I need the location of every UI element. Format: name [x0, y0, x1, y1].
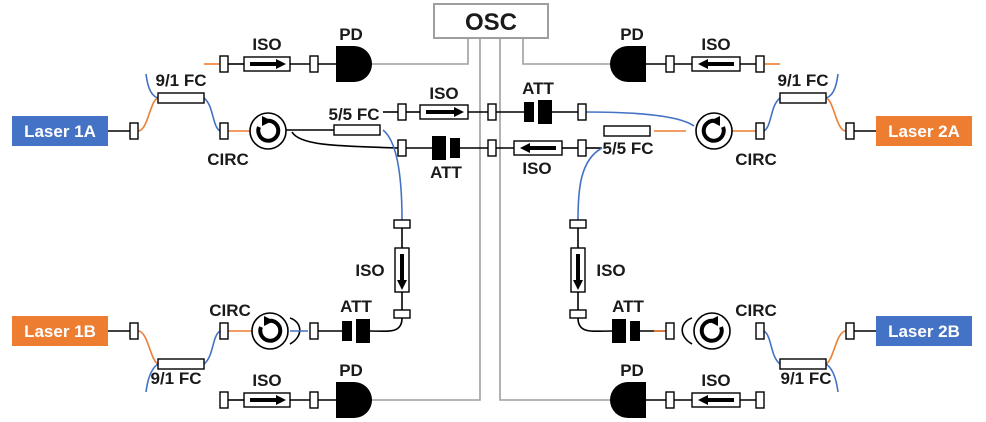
coupler-91-1b-label: 9/1 FC: [150, 369, 201, 388]
coupler-91-2b: 9/1 FC: [779, 358, 832, 388]
black-fibers: [108, 63, 876, 401]
circ-2b: CIRC: [693, 301, 777, 350]
att-mid-lower: ATT: [430, 136, 463, 182]
orange-fibers: [137, 63, 847, 365]
pd-br-label: PD: [620, 361, 644, 380]
laser-1a-box: [12, 116, 108, 146]
laser-1b: Laser 1B: [12, 316, 108, 346]
connectors: [129, 55, 855, 409]
iso-vert-right: ISO: [570, 247, 626, 293]
iso-tl: ISO: [243, 35, 291, 72]
osc-box: [433, 3, 549, 39]
iso-br: ISO: [691, 371, 741, 408]
osc-label: OSC: [465, 9, 517, 36]
iso-tr-label: ISO: [701, 35, 730, 54]
coupler-91-1a-label: 9/1 FC: [155, 71, 206, 90]
blue-fibers: [145, 73, 839, 393]
pd-br: PD: [610, 361, 646, 418]
iso-bl: ISO: [243, 371, 291, 408]
iso-mid-lower: ISO: [513, 140, 563, 178]
pd-tl-label: PD: [339, 25, 363, 44]
laser-2a-label: Laser 2A: [888, 122, 960, 141]
iso-br-label: ISO: [701, 371, 730, 390]
laser-1b-box: [12, 316, 108, 346]
pd-tr: PD: [610, 25, 646, 82]
iso-mid-upper-label: ISO: [429, 84, 458, 103]
laser-2a: Laser 2A: [876, 116, 972, 146]
att-mid-upper: ATT: [522, 79, 555, 124]
circ-1a: CIRC: [207, 112, 287, 169]
laser-2b-box: [876, 316, 972, 346]
iso-tr: ISO: [691, 35, 741, 72]
osc-wire-pd-2b: [499, 38, 612, 401]
laser-1b-label: Laser 1B: [24, 322, 96, 341]
pd-tl: PD: [336, 25, 372, 82]
osc-wire-pd-2a: [522, 38, 612, 65]
circ-2a: CIRC: [695, 112, 777, 169]
osc-wire-pd-1b: [372, 38, 481, 401]
att-mid-upper-label: ATT: [522, 79, 554, 98]
laser-2b: Laser 2B: [876, 316, 972, 346]
circ-1a-label: CIRC: [207, 150, 249, 169]
coupler-91-2a: 9/1 FC: [777, 71, 829, 104]
att-br-label: ATT: [612, 297, 644, 316]
att-br: ATT: [612, 297, 645, 343]
coupler-91-1a: 9/1 FC: [155, 71, 207, 104]
iso-vert-right-label: ISO: [596, 261, 625, 280]
laser-2b-label: Laser 2B: [888, 322, 960, 341]
coupler-91-2a-label: 9/1 FC: [777, 71, 828, 90]
coupler-91-1b: 9/1 FC: [150, 358, 205, 388]
coupler-55-right-label: 5/5 FC: [602, 139, 653, 158]
osc-wires: [372, 38, 612, 401]
att-bl-label: ATT: [340, 297, 372, 316]
coupler-55-right: 5/5 FC: [602, 125, 654, 158]
iso-mid-upper: ISO: [419, 84, 469, 120]
att-bl: ATT: [340, 297, 373, 343]
pd-tr-label: PD: [620, 25, 644, 44]
pd-bl: PD: [336, 361, 372, 418]
coupler-55-left: 5/5 FC: [328, 105, 381, 136]
laser-2a-box: [876, 116, 972, 146]
circ-2a-label: CIRC: [735, 150, 777, 169]
circ-1b: CIRC: [209, 301, 289, 350]
iso-mid-lower-label: ISO: [522, 159, 551, 178]
coupler-55-left-label: 5/5 FC: [328, 105, 379, 124]
circ-2b-label: CIRC: [735, 301, 777, 320]
coupler-91-2b-label: 9/1 FC: [780, 369, 831, 388]
laser-1a: Laser 1A: [12, 116, 108, 146]
iso-vert-left-label: ISO: [355, 261, 384, 280]
iso-vert-left: ISO: [355, 247, 410, 293]
osc-wire-pd-1a: [372, 38, 469, 65]
oscilloscope: OSC: [433, 3, 549, 39]
pd-bl-label: PD: [339, 361, 363, 380]
att-mid-lower-label: ATT: [430, 163, 462, 182]
iso-tl-label: ISO: [252, 35, 281, 54]
circ-1b-label: CIRC: [209, 301, 251, 320]
laser-1a-label: Laser 1A: [24, 122, 96, 141]
iso-bl-label: ISO: [252, 371, 281, 390]
